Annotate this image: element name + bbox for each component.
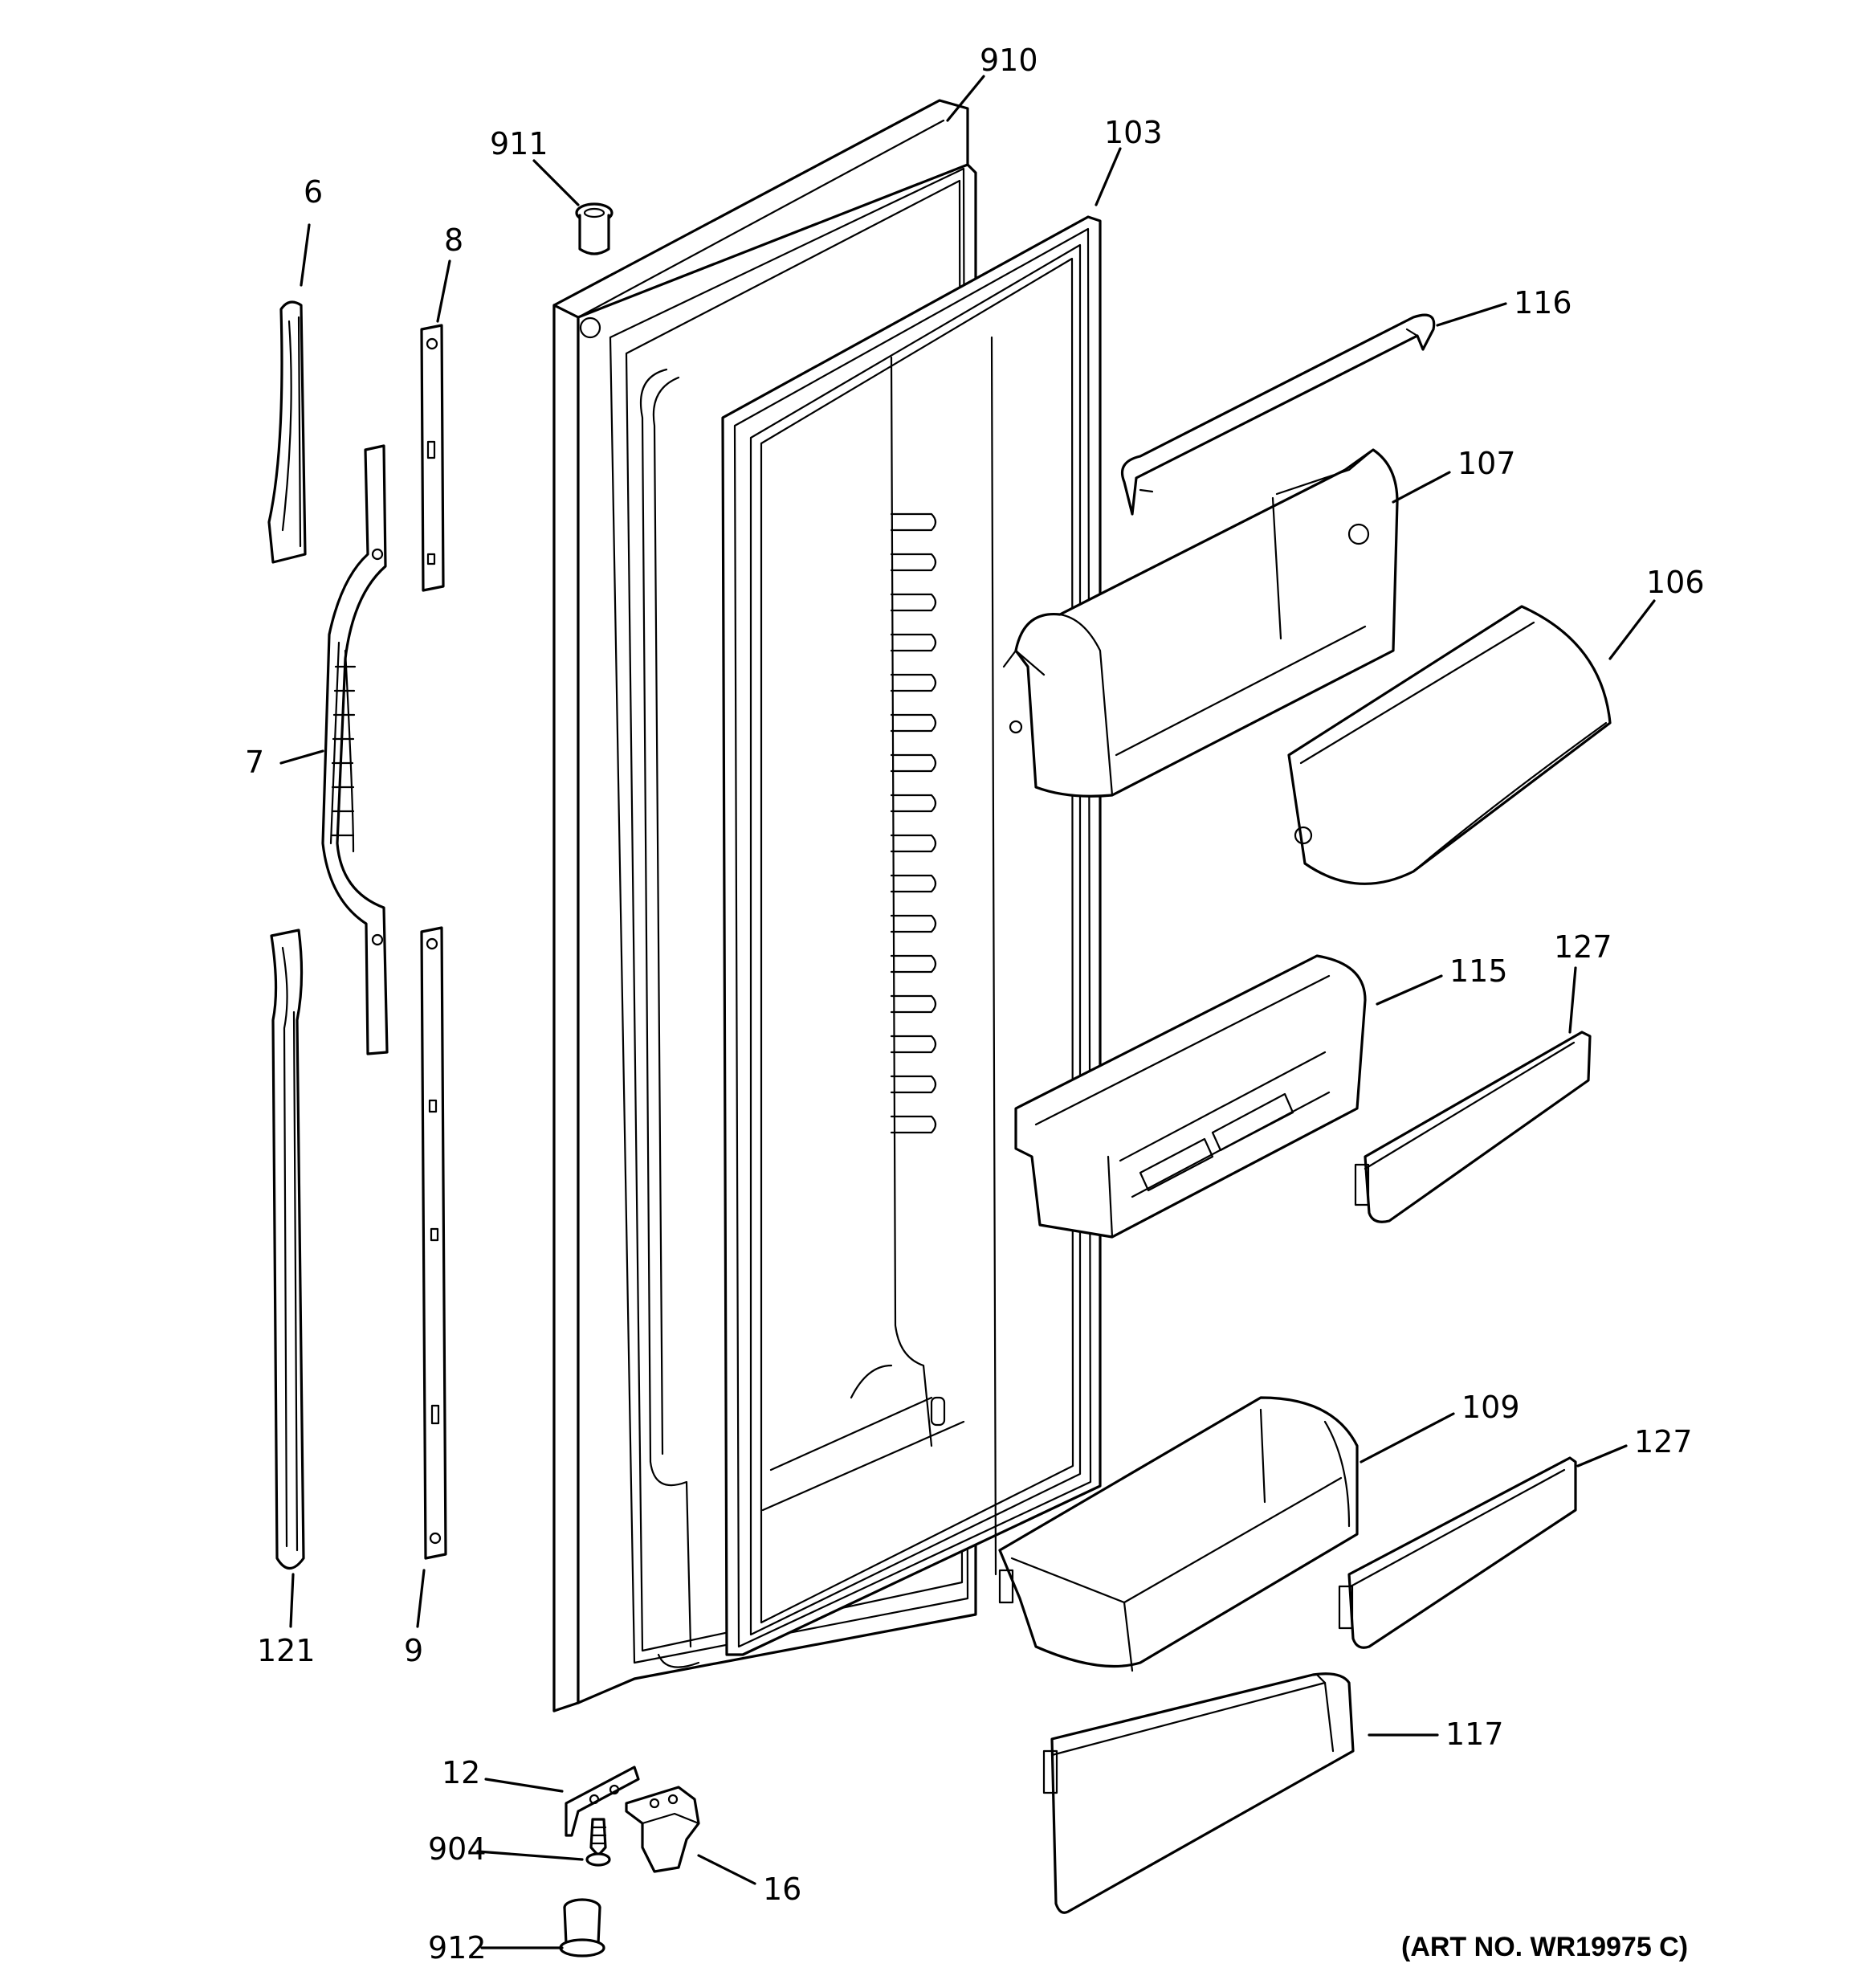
- leader-116: [1436, 302, 1507, 327]
- part-911-hinge-bushing[interactable]: [575, 202, 614, 255]
- part-116-bin-rail[interactable]: [1120, 313, 1436, 516]
- part-127-bin-cover-lower[interactable]: [1338, 1456, 1577, 1649]
- leader-127a: [1568, 966, 1577, 1034]
- callout-9: 9: [404, 1633, 423, 1668]
- part-9-trim-strip-lower[interactable]: [420, 926, 447, 1560]
- leader-7: [279, 749, 324, 765]
- part-904-screw[interactable]: [585, 1818, 611, 1867]
- art-number: (ART NO. WR19975 C): [1401, 1932, 1688, 1962]
- callout-127a: 127: [1554, 929, 1612, 965]
- shelf-support-ribs: [890, 512, 937, 1134]
- callout-106: 106: [1646, 565, 1705, 600]
- part-127-bin-cover-upper[interactable]: [1354, 1031, 1592, 1223]
- part-12-hinge-bracket[interactable]: [565, 1766, 640, 1837]
- part-8-trim-strip-upper[interactable]: [420, 324, 445, 592]
- part-109-door-bin-lower[interactable]: [998, 1396, 1359, 1672]
- callout-107: 107: [1457, 446, 1516, 481]
- leader-109: [1360, 1412, 1455, 1463]
- callout-12: 12: [442, 1755, 480, 1790]
- callout-115: 115: [1449, 953, 1508, 989]
- callout-8: 8: [444, 222, 463, 258]
- callout-16: 16: [763, 1872, 801, 1907]
- callout-103: 103: [1104, 115, 1163, 150]
- part-121-handle-cap-lower[interactable]: [270, 929, 305, 1570]
- part-117-bin-front[interactable]: [1042, 1672, 1355, 1914]
- callout-121: 121: [257, 1633, 316, 1668]
- callout-116: 116: [1514, 285, 1572, 320]
- leader-lines: [279, 75, 1656, 1949]
- callout-117: 117: [1445, 1717, 1504, 1752]
- leader-127b: [1576, 1444, 1628, 1468]
- leader-9: [416, 1569, 426, 1628]
- leader-904: [476, 1850, 584, 1861]
- callout-6: 6: [304, 174, 323, 210]
- callout-labels: 910 911 103 6 8 116 107 106 7 115 127 10…: [245, 43, 1705, 1966]
- callout-911: 911: [490, 126, 548, 161]
- callout-109: 109: [1461, 1390, 1520, 1425]
- leader-12: [484, 1778, 564, 1793]
- part-107-door-bin-upper[interactable]: [1002, 448, 1399, 798]
- leader-103: [1095, 147, 1122, 206]
- leader-106: [1608, 599, 1656, 660]
- callout-904: 904: [428, 1831, 487, 1867]
- leader-115: [1376, 974, 1443, 1006]
- part-6-handle-cap-upper[interactable]: [267, 300, 307, 564]
- leader-107: [1392, 471, 1451, 504]
- leader-16: [697, 1854, 756, 1885]
- leader-8: [436, 259, 451, 323]
- part-7-handle[interactable]: [321, 444, 389, 1055]
- part-103-door-gasket[interactable]: [721, 215, 1102, 1656]
- part-106-bin-cover[interactable]: [1287, 605, 1612, 885]
- leader-911: [532, 159, 580, 206]
- part-16-hinge[interactable]: [625, 1786, 700, 1873]
- callout-7: 7: [245, 745, 264, 780]
- part-912-bottom-bushing[interactable]: [559, 1898, 605, 1957]
- leader-121: [289, 1573, 295, 1628]
- inner-door-liner: [761, 336, 997, 1576]
- callout-910: 910: [980, 43, 1038, 78]
- leader-910: [946, 75, 985, 122]
- callout-912: 912: [428, 1930, 487, 1966]
- part-115-door-bin-middle[interactable]: [1014, 954, 1367, 1239]
- leader-6: [300, 223, 311, 287]
- callout-127b: 127: [1634, 1424, 1693, 1459]
